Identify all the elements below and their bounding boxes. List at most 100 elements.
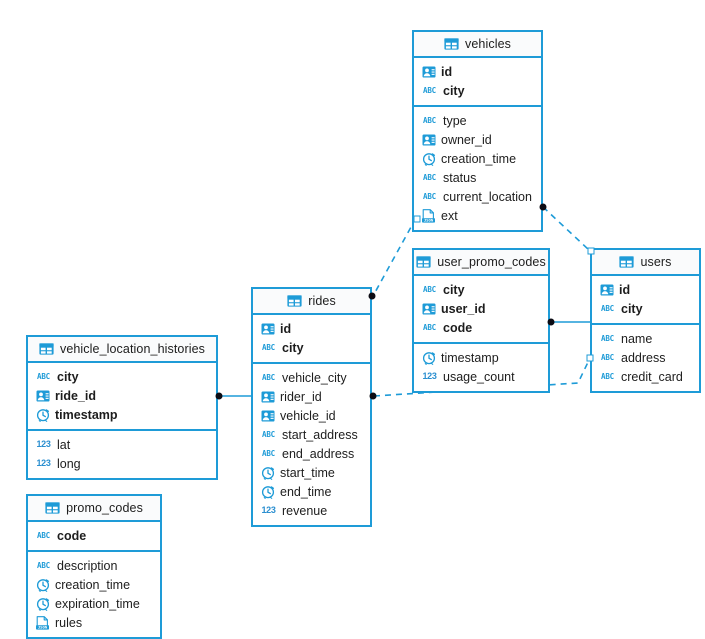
abc-icon: ABC xyxy=(262,448,275,458)
column-row[interactable]: creation_time xyxy=(414,149,541,168)
column-name: creation_time xyxy=(441,151,517,166)
table-header-promo_codes[interactable]: promo_codes xyxy=(28,496,160,522)
column-name: start_address xyxy=(282,427,358,442)
table-header-vehicle_location_histories[interactable]: vehicle_location_histories xyxy=(28,337,216,363)
relationship-endpoint-square xyxy=(413,215,421,223)
key-card-icon xyxy=(260,409,275,423)
column-name: usage_count xyxy=(443,369,515,384)
abc-icon: ABC xyxy=(262,372,275,382)
abc-icon: ABC xyxy=(601,352,614,362)
primary-key-name: user_id xyxy=(441,301,486,316)
abc-icon: ABC xyxy=(601,333,614,343)
clock-icon xyxy=(35,597,50,611)
table-header-vehicles[interactable]: vehicles xyxy=(414,32,541,58)
column-row[interactable]: 123 lat xyxy=(28,435,216,454)
table-icon xyxy=(444,37,459,51)
table-header-users[interactable]: users xyxy=(592,250,699,276)
column-row[interactable]: JSON ext xyxy=(414,206,541,225)
column-row[interactable]: owner_id xyxy=(414,130,541,149)
primary-key-row[interactable]: timestamp xyxy=(28,405,216,424)
primary-key-name: city xyxy=(282,340,304,355)
number-icon: 123 xyxy=(261,505,276,515)
table-header-user_promo_codes[interactable]: user_promo_codes xyxy=(414,250,548,276)
primary-key-row[interactable]: user_id xyxy=(414,299,548,318)
column-row[interactable]: timestamp xyxy=(414,348,548,367)
number-icon: 123 xyxy=(36,458,51,468)
primary-key-name: city xyxy=(57,369,79,384)
column-row[interactable]: rider_id xyxy=(253,387,370,406)
primary-key-row[interactable]: id xyxy=(592,280,699,299)
abc-icon: ABC xyxy=(423,85,436,95)
key-card-icon xyxy=(599,283,614,297)
primary-key-row[interactable]: ride_id xyxy=(28,386,216,405)
column-name: timestamp xyxy=(441,350,499,365)
table-title: vehicles xyxy=(465,37,511,51)
column-name: rider_id xyxy=(280,389,322,404)
column-row[interactable]: expiration_time xyxy=(28,594,160,613)
svg-text:JSON: JSON xyxy=(424,217,434,222)
column-row[interactable]: creation_time xyxy=(28,575,160,594)
abc-icon: ABC xyxy=(423,191,436,201)
primary-key-name: id xyxy=(280,321,292,336)
column-name: lat xyxy=(57,437,71,452)
number-icon: 123 xyxy=(36,439,51,449)
column-name: type xyxy=(443,113,467,128)
column-row[interactable]: vehicle_id xyxy=(253,406,370,425)
relationship-endpoint-dot xyxy=(547,318,555,326)
column-row[interactable]: start_time xyxy=(253,463,370,482)
column-name: vehicle_id xyxy=(280,408,336,423)
column-name: name xyxy=(621,331,653,346)
table-header-rides[interactable]: rides xyxy=(253,289,370,315)
abc-icon: ABC xyxy=(37,560,50,570)
column-row[interactable]: 123 long xyxy=(28,454,216,473)
column-name: ext xyxy=(441,208,458,223)
clock-icon xyxy=(260,466,275,480)
column-name: description xyxy=(57,558,118,573)
primary-key-row[interactable]: id xyxy=(414,62,541,81)
primary-key-name: city xyxy=(621,301,643,316)
table-icon xyxy=(619,255,635,269)
column-row[interactable]: ABC description xyxy=(28,556,160,575)
table-title: promo_codes xyxy=(66,501,143,515)
column-row[interactable]: end_time xyxy=(253,482,370,501)
primary-key-name: ride_id xyxy=(55,388,96,403)
column-row[interactable]: ABC name xyxy=(592,329,699,348)
clock-icon xyxy=(35,408,50,422)
column-name: long xyxy=(57,456,81,471)
primary-key-name: timestamp xyxy=(55,407,118,422)
abc-icon: ABC xyxy=(601,371,614,381)
primary-key-row[interactable]: id xyxy=(253,319,370,338)
primary-key-name: id xyxy=(619,282,631,297)
json-icon: JSON xyxy=(421,208,436,223)
